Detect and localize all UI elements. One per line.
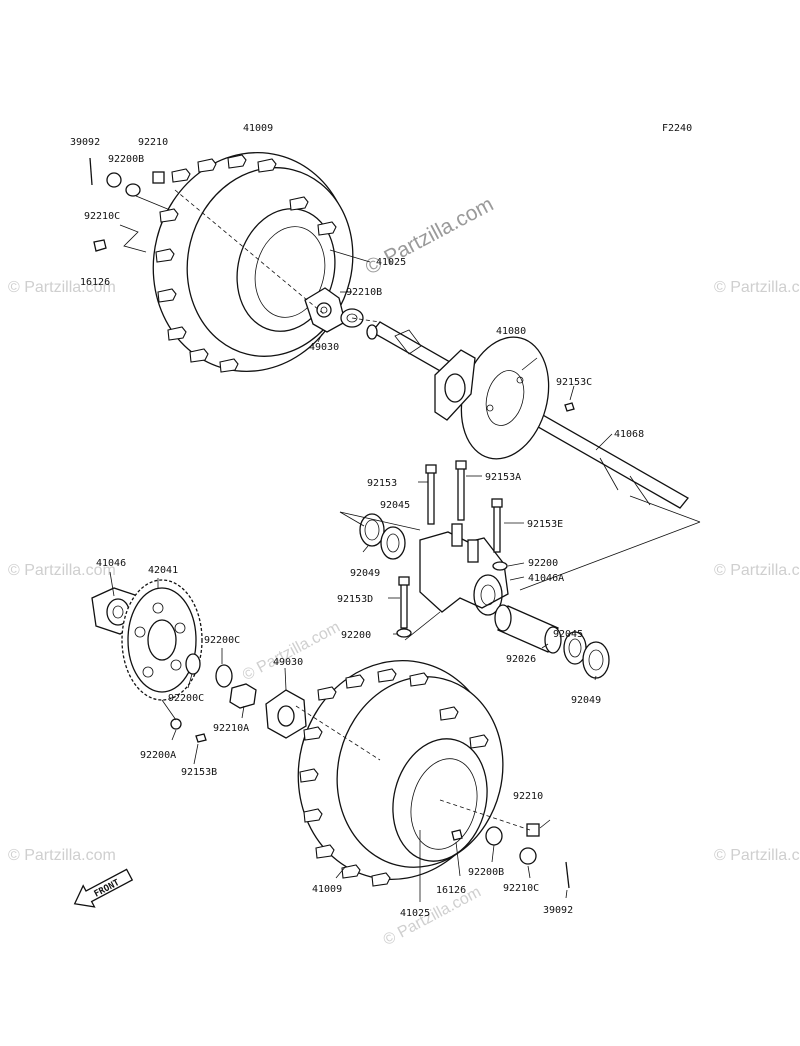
watermark-left-3: © Partzilla.com — [8, 847, 116, 864]
label-92200-left: 92200 — [341, 630, 371, 641]
label-92153d: 92153D — [337, 594, 373, 605]
watermark-center-bottom: © Partzilla.com — [381, 884, 484, 950]
label-92049-left: 92049 — [350, 568, 380, 579]
seal-bearing-right — [563, 631, 610, 679]
label-92200b-top: 92200B — [108, 154, 144, 165]
tire-bottom — [297, 660, 504, 887]
label-92153: 92153 — [367, 478, 397, 489]
label-41025-bottom: 41025 — [400, 908, 430, 919]
watermark-left-2: © Partzilla.com — [8, 562, 116, 579]
label-92200-right: 92200 — [528, 558, 558, 569]
label-39092-top: 39092 — [70, 137, 100, 148]
hub-bottom — [265, 689, 307, 739]
front-arrow: FRONT — [73, 868, 134, 908]
label-41068: 41068 — [614, 429, 644, 440]
label-49030-bottom: 49030 — [273, 657, 303, 668]
watermark-right-2: © Partzilla.com — [714, 562, 800, 579]
label-92210c-bottom: 92210C — [503, 883, 539, 894]
leader-lines — [109, 189, 701, 902]
watermark-left-1: © Partzilla.com — [8, 279, 116, 296]
small-parts-bottom-right — [451, 823, 570, 889]
spacer-tube — [494, 604, 562, 654]
label-42041: 42041 — [148, 565, 178, 576]
sprocket-small-parts — [170, 653, 257, 743]
bolt-92153c — [564, 402, 575, 412]
small-parts-top-left — [89, 157, 165, 252]
label-92210-top: 92210 — [138, 137, 168, 148]
label-92026: 92026 — [506, 654, 536, 665]
label-92153a: 92153A — [485, 472, 521, 483]
label-41025-top: 41025 — [376, 257, 406, 268]
axle-flange — [434, 349, 476, 421]
watermark-right-3: © Partzilla.com — [714, 847, 800, 864]
label-41080: 41080 — [496, 326, 526, 337]
tire-top — [152, 152, 354, 373]
label-92210b: 92210B — [346, 287, 382, 298]
label-41046a: 41046A — [528, 573, 564, 584]
label-92200a: 92200A — [140, 750, 176, 761]
label-92210-bottom: 92210 — [513, 791, 543, 802]
label-16126-top: 16126 — [80, 277, 110, 288]
label-92210a: 92210A — [213, 723, 249, 734]
label-92049-right: 92049 — [571, 695, 601, 706]
label-92200b-bottom: 92200B — [468, 867, 504, 878]
label-92153e: 92153E — [527, 519, 563, 530]
hub-top — [304, 287, 346, 333]
bolts-vertical — [396, 460, 508, 638]
label-41046: 41046 — [96, 558, 126, 569]
label-92153c: 92153C — [556, 377, 592, 388]
brake-disc — [460, 336, 550, 460]
sprocket — [121, 579, 203, 701]
watermark-center-mid: © Partzilla.com — [240, 619, 343, 685]
label-92153b: 92153B — [181, 767, 217, 778]
bearing-housing — [419, 523, 509, 616]
label-49030-top: 49030 — [309, 342, 339, 353]
label-92045-left: 92045 — [380, 500, 410, 511]
watermark-right-1: © Partzilla.com — [714, 279, 800, 296]
seal-bearing-left — [359, 513, 406, 560]
label-41009-bottom: 41009 — [312, 884, 342, 895]
label-39092-bottom: 39092 — [543, 905, 573, 916]
figure-code: F2240 — [662, 123, 692, 134]
label-41009-top: 41009 — [243, 123, 273, 134]
label-16126-bottom: 16126 — [436, 885, 466, 896]
label-92200c-top: 92200C — [204, 635, 240, 646]
label-92210c-top: 92210C — [84, 211, 120, 222]
label-92200c-bottom: 92200C — [168, 693, 204, 704]
label-92045-right: 92045 — [553, 629, 583, 640]
